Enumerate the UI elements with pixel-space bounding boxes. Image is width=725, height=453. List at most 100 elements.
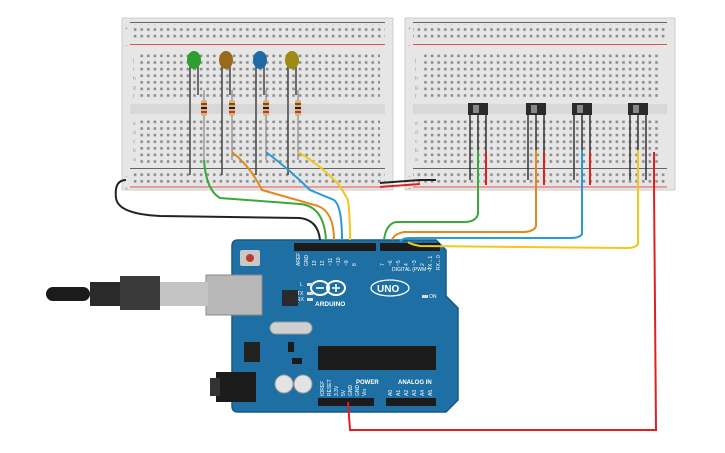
digital-pwm-label: DIGITAL (PWM~) xyxy=(392,267,431,273)
capacitor-2 xyxy=(293,374,313,394)
arduino-uno-board[interactable]: ARDUINO UNO L TX RX ON DIGITAL (PWM~) PO… xyxy=(205,239,459,413)
usb-jack xyxy=(205,274,263,316)
breadboard-labels: + − j i h g f e d c b a − + + − j i h g … xyxy=(125,26,418,192)
resistor-3[interactable] xyxy=(263,90,269,160)
crystal-oscillator xyxy=(269,321,313,335)
led-yellow[interactable] xyxy=(285,51,299,175)
usb-chip xyxy=(282,290,298,306)
row-letter: g xyxy=(133,85,136,91)
on-led xyxy=(422,295,428,298)
rail-plus-label: + xyxy=(125,26,128,32)
usb-cable xyxy=(46,276,208,310)
atmega-chip xyxy=(318,346,436,370)
wire-blue-switch[interactable] xyxy=(399,150,583,243)
pin-label: ~9 xyxy=(344,260,350,266)
wire-orange-switch[interactable] xyxy=(391,150,537,241)
pin-label: 5V xyxy=(341,389,347,396)
pin-label: A5 xyxy=(428,390,434,396)
wire-red-5v[interactable] xyxy=(347,183,658,431)
analog-in-label: ANALOG IN xyxy=(398,380,432,386)
digital-header-b xyxy=(380,243,440,251)
pin-label: GND xyxy=(304,255,310,267)
slide-switch-4[interactable] xyxy=(628,103,648,180)
row-letter: a xyxy=(415,157,418,163)
row-letter: b xyxy=(415,148,418,154)
pin-label: IOREF xyxy=(320,381,326,396)
breadboard-left xyxy=(121,17,394,191)
row-letter: g xyxy=(415,85,418,91)
digital-pin-labels: AREF GND 13 12 ~11 ~10 ~9 8 7 ~6 ~5 4 ~3… xyxy=(296,253,442,270)
pin-label: Vin xyxy=(362,389,368,396)
row-letter: h xyxy=(133,76,136,82)
wire-green-led[interactable] xyxy=(203,159,327,241)
led-body xyxy=(219,51,233,69)
rail-minus-label: − xyxy=(125,43,128,49)
digital-header-a xyxy=(294,243,376,251)
resistor-1[interactable] xyxy=(201,90,207,160)
uno-model-text: UNO xyxy=(377,284,399,295)
dc-power-jack xyxy=(216,372,256,402)
row-letter: b xyxy=(133,148,136,154)
analog-header xyxy=(386,398,436,406)
pin-label: 8 xyxy=(352,263,358,266)
row-letter: e xyxy=(415,121,418,127)
pin-label: TX→1 xyxy=(428,256,434,270)
row-letter: h xyxy=(415,76,418,82)
pin-label: ~10 xyxy=(336,257,342,266)
pin-label: RESET xyxy=(327,379,333,396)
wire-orange-led[interactable] xyxy=(231,151,335,241)
pin-label: A4 xyxy=(420,390,426,396)
row-letter: f xyxy=(415,94,417,100)
arduino-logo xyxy=(310,280,346,296)
voltage-regulator xyxy=(244,342,260,362)
pin-label: A0 xyxy=(388,390,394,396)
wire-yellow-led[interactable] xyxy=(297,151,351,241)
resistor-4[interactable] xyxy=(295,90,301,160)
led-body xyxy=(253,51,267,69)
pin-label: AREF xyxy=(296,253,302,266)
rail-plus-label: + xyxy=(408,186,411,192)
wire-yellow-switch[interactable] xyxy=(407,150,639,250)
smd-component xyxy=(292,358,302,364)
power-label: POWER xyxy=(356,380,379,386)
row-letter: f xyxy=(133,94,135,100)
row-letter: i xyxy=(415,67,416,73)
pin-label: GND xyxy=(348,385,354,397)
capacitor-1 xyxy=(274,374,294,394)
wire-green-switch[interactable] xyxy=(383,150,479,241)
row-letter: i xyxy=(133,67,134,73)
pin-label: 3.3V xyxy=(334,385,340,396)
rail-minus-label: − xyxy=(408,43,411,49)
wire-black-gnd[interactable] xyxy=(114,179,436,241)
slide-switch-3[interactable] xyxy=(572,103,592,180)
rail-plus-label: + xyxy=(125,186,128,192)
pin-label: A1 xyxy=(396,390,402,396)
pin-label: 4 xyxy=(404,263,410,266)
row-letter: j xyxy=(132,58,134,64)
pin-label: ~6 xyxy=(388,260,394,266)
breadboard-right xyxy=(404,17,676,191)
led-green[interactable] xyxy=(187,51,201,175)
row-letter: e xyxy=(133,121,136,127)
arduino-logo-text: ARDUINO xyxy=(315,301,345,308)
pin-label: ~3 xyxy=(412,260,418,266)
rx-label: RX xyxy=(297,297,305,303)
led-blue[interactable] xyxy=(253,51,267,175)
rail-plus-label: + xyxy=(408,26,411,32)
row-letter: j xyxy=(414,58,416,64)
l-label: L xyxy=(300,282,303,288)
power-header xyxy=(318,398,374,406)
rail-minus-label: − xyxy=(125,174,128,180)
led-body xyxy=(285,51,299,69)
uno-badge xyxy=(370,279,410,297)
wire-blue-led[interactable] xyxy=(265,151,343,241)
resistor-2[interactable] xyxy=(229,90,235,160)
row-letter: d xyxy=(133,130,136,136)
rail-minus-label: − xyxy=(408,174,411,180)
pin-label: 2 xyxy=(420,263,426,266)
reset-button-cap[interactable] xyxy=(246,254,254,262)
row-letter: c xyxy=(415,139,418,145)
led-body xyxy=(187,51,201,69)
led-orange[interactable] xyxy=(219,51,233,175)
